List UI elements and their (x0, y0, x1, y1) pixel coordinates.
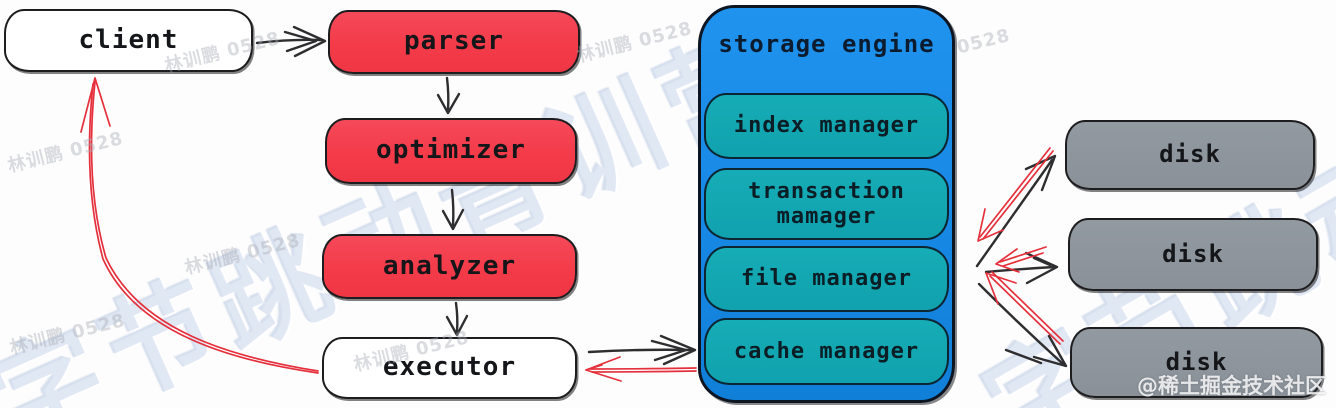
arrowhead-disk-middle-to-storage-red (995, 248, 1020, 273)
arrowhead-parser-to-optimizer (436, 92, 461, 115)
node-file-manager-label: file manager (741, 266, 912, 292)
user-watermark-3: 林训鹏 0528 (182, 229, 303, 279)
node-executor: executor (322, 337, 577, 399)
node-transaction-manager: transaction mamager (704, 168, 949, 240)
arrow2-storage-to-executor-red (591, 370, 697, 373)
arrow-client-to-parser (255, 38, 324, 45)
arrow-analyzer-to-executor (454, 301, 459, 333)
user-watermark-5: 林训鹏 0528 (574, 17, 695, 67)
arrow2-disk-middle-to-storage-red (1002, 252, 1044, 267)
node-index-manager-label: index manager (733, 113, 920, 139)
arrow2-disk-bottom-to-storage-red (991, 271, 1064, 342)
arrow-executor-to-storage (587, 348, 694, 354)
arrow-parser-to-optimizer (445, 76, 450, 111)
node-cache-manager-label: cache manager (733, 338, 920, 364)
node-storage-engine: storage engine index manager transaction… (698, 5, 955, 403)
node-disk-bottom-label: disk (1165, 347, 1228, 376)
node-parser: parser (328, 10, 580, 74)
node-executor-label: executor (382, 352, 517, 383)
node-disk-bottom: disk (1070, 327, 1323, 398)
node-client-label: client (78, 24, 179, 55)
node-file-manager: file manager (704, 246, 949, 312)
arrowhead-disk-top-to-storage-red (977, 208, 1004, 242)
user-watermark-4: 林训鹏 0528 (7, 309, 128, 359)
node-optimizer: optimizer (325, 118, 577, 184)
arrow-storage-to-executor-red (589, 367, 697, 370)
arrowhead-storage-to-disk-bottom (1032, 334, 1068, 368)
arrowhead2-client-to-parser (283, 30, 318, 53)
arrow2-disk-top-to-storage-red (982, 150, 1054, 240)
arrowhead2-storage-to-disk-bottom (1004, 348, 1043, 365)
arrow-storage-to-disk-middle (984, 265, 1056, 274)
arrow-optimizer-to-analyzer (450, 188, 455, 227)
arrowhead-client-to-parser (292, 25, 327, 58)
arrow-disk-middle-to-storage-red (999, 246, 1047, 263)
node-disk-top: disk (1065, 120, 1315, 190)
node-analyzer-label: analyzer (382, 250, 517, 281)
arrow-storage-to-disk-bottom (977, 282, 1065, 366)
arrow2-executor-to-client-red (88, 83, 319, 374)
node-cache-manager: cache manager (704, 318, 949, 385)
node-parser-label: parser (404, 26, 504, 57)
node-disk-middle-label: disk (1162, 239, 1224, 268)
arrow-executor-to-client-red (90, 81, 319, 372)
node-transaction-manager-label: transaction mamager (748, 178, 905, 229)
arrowhead-optimizer-to-analyzer (441, 208, 465, 231)
arrow-disk-bottom-to-storage-red (989, 275, 1061, 345)
arrow-storage-to-disk-top (975, 158, 1054, 268)
node-disk-middle: disk (1068, 218, 1318, 291)
node-analyzer: analyzer (322, 234, 577, 299)
arrowhead-executor-to-storage (659, 334, 697, 366)
arrowhead-analyzer-to-executor (445, 314, 469, 337)
arrowhead-storage-to-disk-top (1024, 154, 1057, 192)
arrowhead-executor-to-client-red (80, 77, 111, 133)
arrowhead-disk-bottom-to-storage-red (985, 272, 1017, 305)
arrowhead2-executor-to-storage (650, 339, 688, 362)
arrowhead-storage-to-executor-red (585, 356, 622, 382)
arrowhead2-storage-to-executor-red (585, 364, 603, 371)
node-optimizer-label: optimizer (376, 135, 526, 166)
node-disk-top-label: disk (1159, 140, 1221, 169)
arrow-disk-top-to-storage-red (979, 147, 1051, 238)
arrowhead2-storage-to-disk-middle (1032, 256, 1052, 267)
node-storage-engine-label: storage engine (718, 30, 935, 58)
user-watermark-2: 林训鹏 0528 (5, 127, 126, 177)
node-index-manager: index manager (704, 93, 949, 159)
node-client: client (4, 9, 253, 72)
arrowhead-storage-to-disk-middle (1024, 251, 1059, 285)
